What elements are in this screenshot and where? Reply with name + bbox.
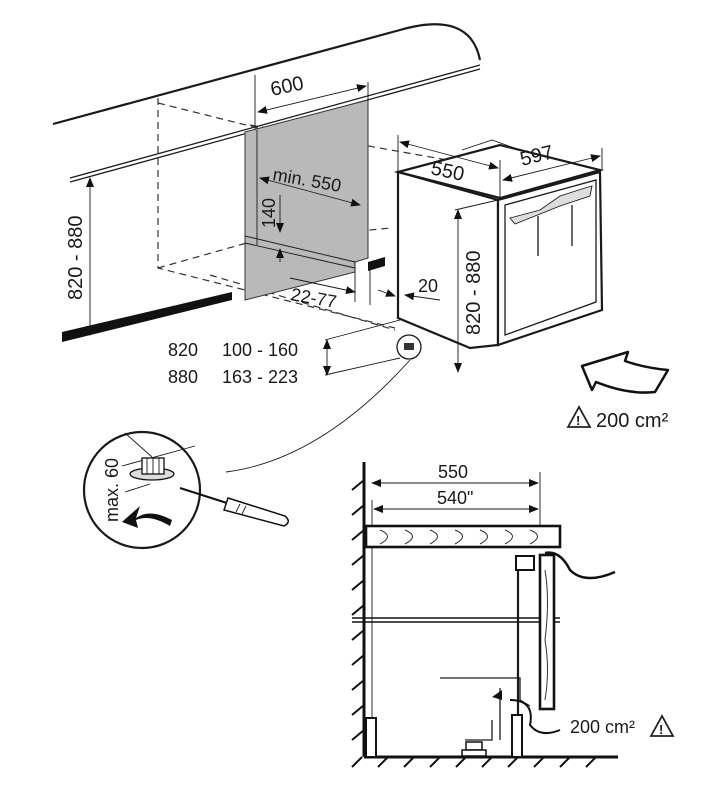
section-depth-inner-label: 540" (437, 488, 473, 508)
door-panel-section (538, 553, 556, 711)
plinth-offset-label: 22-77 (289, 284, 338, 312)
door-bracket-icon (509, 185, 593, 225)
niche-width-label: 600 (268, 72, 305, 100)
appliance-height-label: 820 - 880 (463, 250, 485, 335)
rotate-arrow-icon (122, 506, 172, 528)
warning-triangle-icon: ! (566, 405, 592, 428)
table-height-880: 880 (168, 367, 198, 387)
ventilation-area-label: 200 cm² (596, 410, 669, 432)
niche-height-label: 820 - 880 (65, 215, 87, 300)
plinth-height-table: 820 100 - 160 880 163 - 223 (168, 319, 401, 387)
section-ventilation-label: 200 cm² (570, 717, 635, 737)
adjustable-foot-icon (129, 457, 175, 481)
section-view: 550 540" 200 cm² ! (351, 462, 675, 768)
plinth-left (62, 292, 232, 342)
airflow-indicator: ! 200 cm² (566, 350, 670, 432)
foot-highlight-circle (396, 334, 422, 360)
foot-max-label: max. 60 (102, 458, 122, 522)
screwdriver-icon (179, 487, 289, 527)
niche-view: 600 min. 550 140 22-77 20 820 - 880 (52, 23, 561, 342)
door-offset-label: 20 (418, 276, 438, 296)
worktop-edge (52, 23, 482, 126)
table-range-880: 163 - 223 (222, 367, 298, 387)
foot-detail: max. 60 (82, 359, 411, 550)
appliance-body (396, 170, 500, 350)
table-height-820: 820 (168, 340, 198, 360)
floor-hatch (351, 756, 597, 768)
svg-text:!: ! (659, 722, 663, 737)
airflow-arrow-icon (580, 350, 670, 394)
warning-triangle-icon: ! (649, 714, 675, 737)
svg-text:!: ! (576, 413, 580, 428)
plinth-cutout-label: 140 (259, 198, 279, 228)
worktop-front (69, 64, 481, 179)
foot-detail-circle (82, 430, 202, 550)
table-range-820: 100 - 160 (222, 340, 298, 360)
wall-hatch (351, 479, 365, 741)
section-depth-outer-label: 550 (438, 462, 468, 482)
plinth-right (368, 257, 385, 271)
appliance: 550 597 820 - 880 (393, 135, 605, 373)
